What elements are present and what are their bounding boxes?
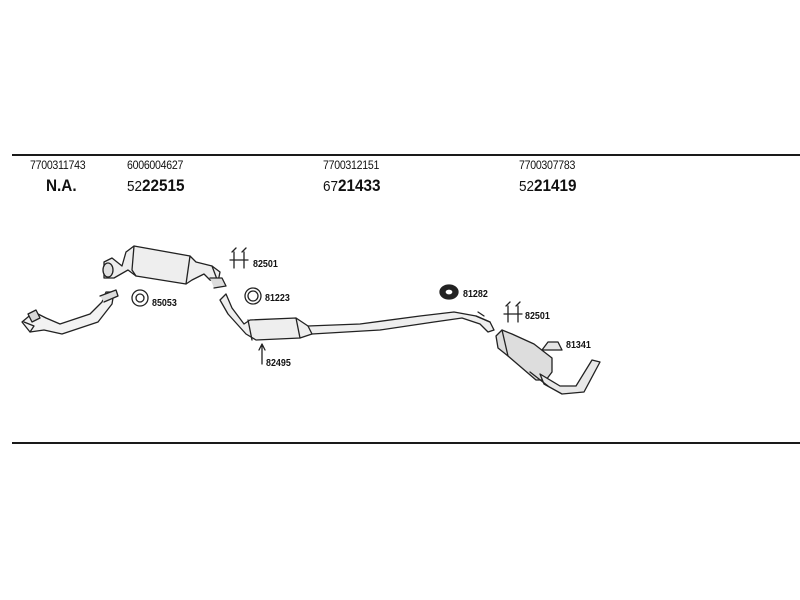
part-number-col2: 5222515 xyxy=(127,176,185,196)
hanger-ring-81282 xyxy=(439,284,459,300)
oem-number-col2: 6006004627 xyxy=(127,160,184,172)
front-downpipe xyxy=(21,289,119,335)
ref-label-82495: 82495 xyxy=(266,357,291,369)
part-number-col4: 5221419 xyxy=(519,176,577,196)
part-code: 21433 xyxy=(338,176,381,195)
part-number-col3: 6721433 xyxy=(323,176,381,196)
clamp-82501-upper xyxy=(229,247,249,269)
ref-label-85053: 85053 xyxy=(152,297,177,309)
ref-label-82501-lower: 82501 xyxy=(525,310,550,322)
front-silencer xyxy=(102,245,227,289)
ref-label-82501-upper: 82501 xyxy=(253,258,278,270)
clamp-82501-lower xyxy=(503,301,523,323)
part-prefix: 52 xyxy=(127,178,143,195)
part-prefix: 52 xyxy=(519,178,535,195)
bottom-rule xyxy=(12,442,800,444)
oem-number-col1: 7700311743 xyxy=(30,160,86,172)
oem-number-col4: 7700307783 xyxy=(519,160,576,172)
not-available-label: N.A. xyxy=(46,176,77,195)
bolt-82495 xyxy=(258,343,266,365)
hanger-ring-81223 xyxy=(244,287,262,305)
oem-number-col3: 7700312151 xyxy=(323,160,380,172)
top-rule xyxy=(12,154,800,156)
ref-label-81341: 81341 xyxy=(566,339,591,351)
pipe-clip-icon xyxy=(477,311,485,317)
middle-silencer-pipe xyxy=(219,293,495,341)
ref-label-81223: 81223 xyxy=(265,292,290,304)
part-prefix: 67 xyxy=(323,178,339,195)
rear-silencer xyxy=(495,329,601,395)
part-code: 22515 xyxy=(142,176,185,195)
ref-label-81282: 81282 xyxy=(463,288,488,300)
part-code: 21419 xyxy=(534,176,577,195)
mount-81341 xyxy=(541,341,563,351)
hanger-ring-85053 xyxy=(131,289,149,307)
